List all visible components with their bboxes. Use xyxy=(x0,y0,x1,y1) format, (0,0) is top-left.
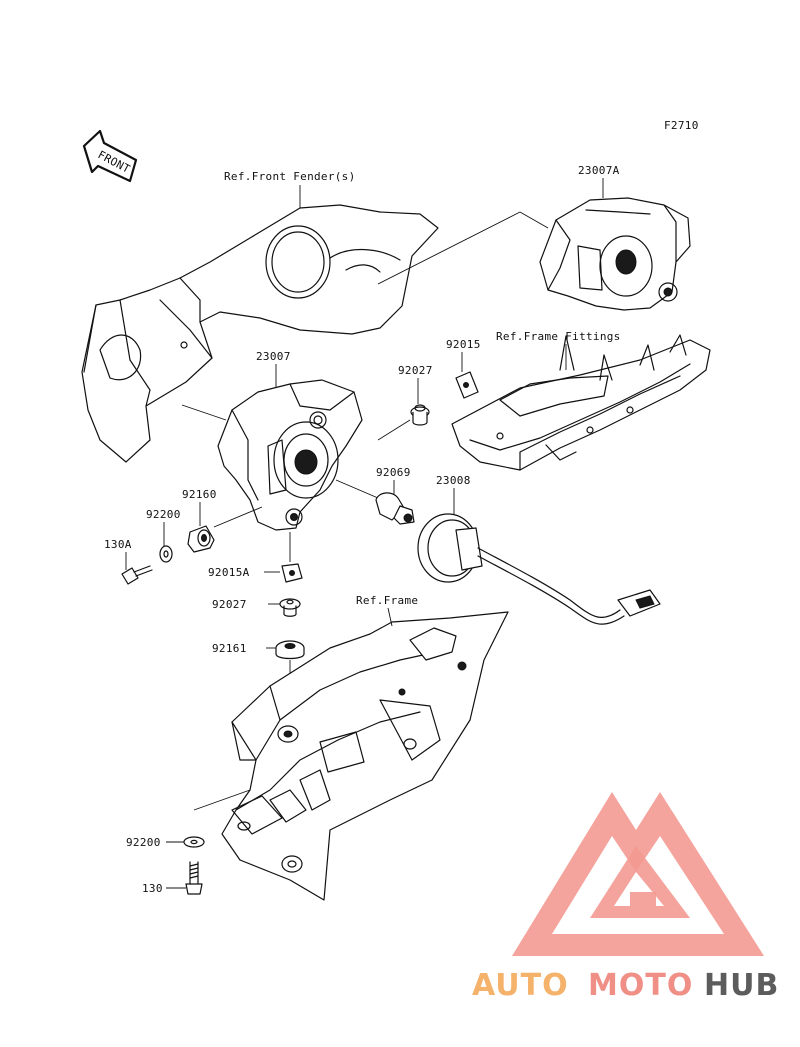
front-arrow-icon: FRONT xyxy=(82,129,138,183)
ref-frame-label: Ref.Frame xyxy=(356,594,418,607)
grommet-92161 xyxy=(275,640,305,660)
part-label-23007: 23007 xyxy=(256,350,291,363)
bulb-92069 xyxy=(375,492,415,525)
part-label-92027-top: 92027 xyxy=(398,364,433,377)
headlight-housing-23007a xyxy=(539,197,691,311)
watermark-moto: MOTO xyxy=(588,968,693,1003)
collar-92027-top xyxy=(410,404,430,426)
part-label-92160: 92160 xyxy=(182,488,217,501)
socket-harness-23008 xyxy=(417,513,661,625)
figure-code: F2710 xyxy=(664,119,699,132)
ref-front-fender-label: Ref.Front Fender(s) xyxy=(224,170,356,183)
part-label-92200-bottom: 92200 xyxy=(126,836,161,849)
bolt-130 xyxy=(185,861,203,895)
frame-shape xyxy=(221,611,509,901)
washer-92200-top xyxy=(159,545,173,563)
watermark-hub: HUB xyxy=(704,968,779,1003)
part-label-92015a: 92015A xyxy=(208,566,250,579)
part-label-92027-mid: 92027 xyxy=(212,598,247,611)
part-label-92069: 92069 xyxy=(376,466,411,479)
part-label-130: 130 xyxy=(142,882,163,895)
washer-92200-bottom xyxy=(183,836,205,848)
frame-fittings-bracket xyxy=(451,334,711,471)
ref-frame-fittings-label: Ref.Frame Fittings xyxy=(496,330,621,343)
clip-92015a xyxy=(281,563,303,583)
grommet-92160 xyxy=(187,525,215,553)
clip-92015 xyxy=(455,371,479,399)
part-label-23007a: 23007A xyxy=(578,164,620,177)
automotohub-watermark: AUTO MOTO HUB xyxy=(472,792,779,1003)
part-label-92200-top: 92200 xyxy=(146,508,181,521)
part-label-23008: 23008 xyxy=(436,474,471,487)
headlight-housing-23007 xyxy=(217,379,363,531)
watermark-auto: AUTO xyxy=(472,968,569,1003)
automotohub-logo-icon xyxy=(512,792,764,956)
collar-92027-mid xyxy=(279,598,301,617)
part-label-92161: 92161 xyxy=(212,642,247,655)
part-label-130a: 130A xyxy=(104,538,132,551)
front-fender-shape xyxy=(81,204,439,463)
part-label-92015: 92015 xyxy=(446,338,481,351)
bolt-130a xyxy=(121,565,153,585)
